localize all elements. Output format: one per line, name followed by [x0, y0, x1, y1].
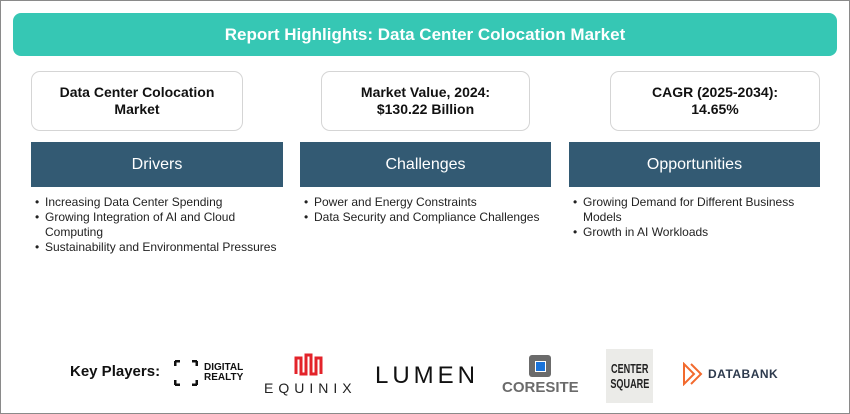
coresite-logo: CORESITE: [502, 355, 579, 396]
opportunities-list: Growing Demand for Different Business Mo…: [573, 195, 818, 240]
logo-text: SQUARE: [610, 376, 649, 391]
card-text: CAGR (2025-2034):: [651, 84, 779, 100]
equinix-logo: EQUINIX: [264, 352, 357, 396]
card-text: Market: [114, 101, 160, 117]
databank-icon: [683, 362, 703, 386]
logo-text: REALTY: [204, 372, 244, 383]
key-players-label: Key Players:: [70, 363, 161, 380]
card-text: 14.65%: [691, 101, 739, 117]
challenges-header: Challenges: [300, 142, 551, 187]
list-item: Sustainability and Environmental Pressur…: [35, 240, 285, 255]
list-item: Power and Energy Constraints: [304, 195, 554, 210]
list-item: Growth in AI Workloads: [573, 225, 818, 240]
lumen-logo: LUMEN: [375, 362, 480, 389]
logo-text: DATABANK: [708, 367, 779, 381]
report-banner: Report Highlights: Data Center Colocatio…: [13, 13, 837, 56]
logo-text: CORESITE: [502, 379, 579, 396]
databank-logo: DATABANK: [682, 362, 778, 386]
coresite-icon: [529, 355, 552, 377]
challenges-list: Power and Energy Constraints Data Securi…: [304, 195, 554, 225]
logo-text: EQUINIX: [264, 380, 357, 396]
logo-text: CENTER: [610, 361, 649, 376]
centersquare-logo: CENTER SQUARE: [606, 349, 653, 403]
list-item: Data Security and Compliance Challenges: [304, 210, 554, 225]
card-text: $130.22 Billion: [376, 101, 475, 117]
card-text: Data Center Colocation: [59, 84, 215, 100]
list-item: Growing Integration of AI and Cloud Comp…: [35, 210, 285, 240]
drivers-header: Drivers: [31, 142, 283, 187]
drivers-list: Increasing Data Center Spending Growing …: [35, 195, 285, 255]
logo-text: DIGITAL: [204, 362, 244, 373]
card-text: Market Value, 2024:: [360, 84, 491, 100]
opportunities-header: Opportunities: [569, 142, 820, 187]
cagr-card: CAGR (2025-2034):14.65%: [610, 71, 820, 131]
list-item: Growing Demand for Different Business Mo…: [573, 195, 818, 225]
market-value-card: Market Value, 2024:$130.22 Billion: [321, 71, 530, 131]
list-item: Increasing Data Center Spending: [35, 195, 285, 210]
